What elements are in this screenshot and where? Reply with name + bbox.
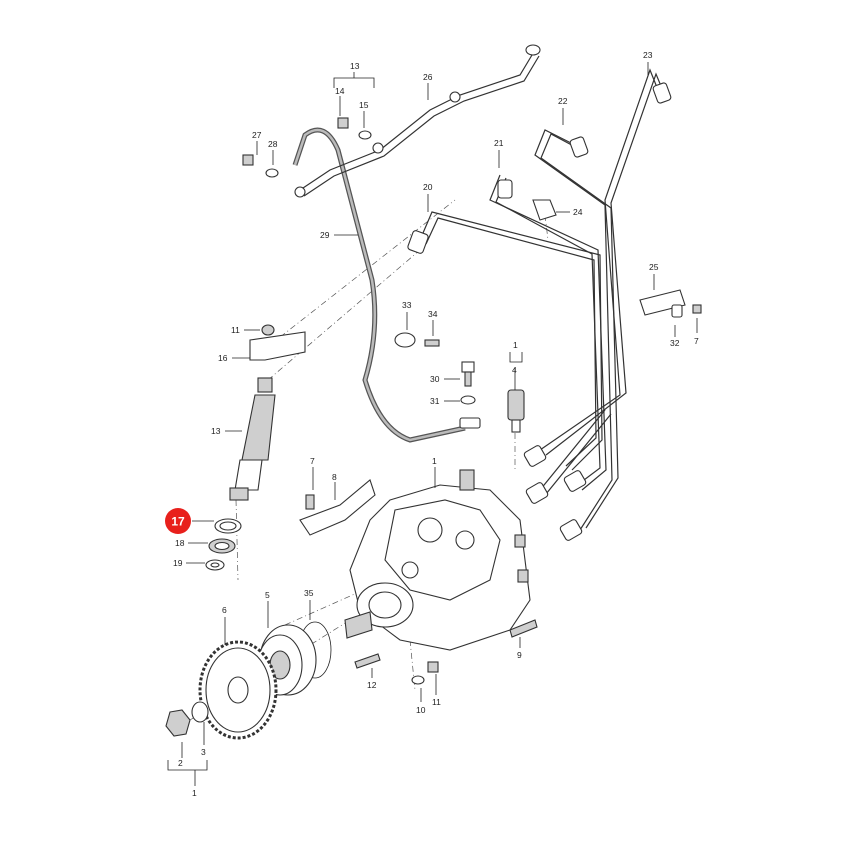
injection-pump xyxy=(344,469,531,651)
callout-label: 29 xyxy=(320,230,330,240)
callout-label: 27 xyxy=(252,130,262,140)
callout-label: 3 xyxy=(201,747,206,757)
callout-label: 2 xyxy=(178,758,183,768)
banjo-bolts xyxy=(242,117,372,178)
return-lines xyxy=(292,44,541,443)
callout-label: 11 xyxy=(231,325,240,335)
lever-bracket xyxy=(299,479,376,536)
callout-label: 13 xyxy=(211,426,221,436)
gear-nut xyxy=(165,701,209,737)
callout-label: 23 xyxy=(643,50,653,60)
callout-label: 35 xyxy=(304,588,314,598)
callout-label: 1 xyxy=(513,340,518,350)
callout-label: 5 xyxy=(265,590,270,600)
callout-label: 4 xyxy=(512,365,517,375)
callout-label: 31 xyxy=(430,396,440,406)
callout-label: 19 xyxy=(173,558,183,568)
callout-label: 34 xyxy=(428,309,438,319)
callout-label: 33 xyxy=(402,300,412,310)
callout-label: 6 xyxy=(222,605,227,615)
clamp-25 xyxy=(639,289,702,318)
callout-label: 11 xyxy=(432,697,441,707)
callout-label: 8 xyxy=(332,472,337,482)
pipe-nuts xyxy=(407,82,672,541)
callout-label: 32 xyxy=(670,338,680,348)
callout-label: 24 xyxy=(573,207,583,217)
callout-label: 1 xyxy=(432,456,437,466)
callout-label: 20 xyxy=(423,182,433,192)
callout-label: 22 xyxy=(558,96,568,106)
callout-label: 9 xyxy=(517,650,522,660)
seal-washers xyxy=(205,518,242,571)
clamp-24 xyxy=(532,199,557,221)
callout-label: 7 xyxy=(310,456,315,466)
callout-label: 16 xyxy=(218,353,228,363)
callout-label: 12 xyxy=(367,680,377,690)
injector xyxy=(229,324,306,501)
drive-gear xyxy=(198,640,278,740)
highlight-marker[interactable] xyxy=(165,508,191,534)
callout-label: 14 xyxy=(335,86,345,96)
callout-label: 15 xyxy=(359,100,369,110)
callout-label: 21 xyxy=(494,138,504,148)
callout-labels: 13 14 15 26 27 28 29 23 22 21 20 24 25 3… xyxy=(173,50,699,798)
callout-label: 7 xyxy=(694,336,699,346)
leader-lines xyxy=(167,62,698,786)
clip-33 xyxy=(394,332,440,348)
highlight-label[interactable]: 17 xyxy=(171,515,185,529)
callout-label: 25 xyxy=(649,262,659,272)
callout-label: 28 xyxy=(268,139,278,149)
pump-fasteners xyxy=(354,619,538,685)
stop-solenoid xyxy=(460,361,525,433)
highlight-callout-17[interactable]: 17 xyxy=(165,508,191,534)
callout-label: 18 xyxy=(175,538,185,548)
callout-label: 13 xyxy=(350,61,360,71)
callout-label: 26 xyxy=(423,72,433,82)
callout-label: 1 xyxy=(192,788,197,798)
callout-label: 10 xyxy=(416,705,426,715)
injection-pipes xyxy=(419,68,667,531)
callout-label: 30 xyxy=(430,374,440,384)
